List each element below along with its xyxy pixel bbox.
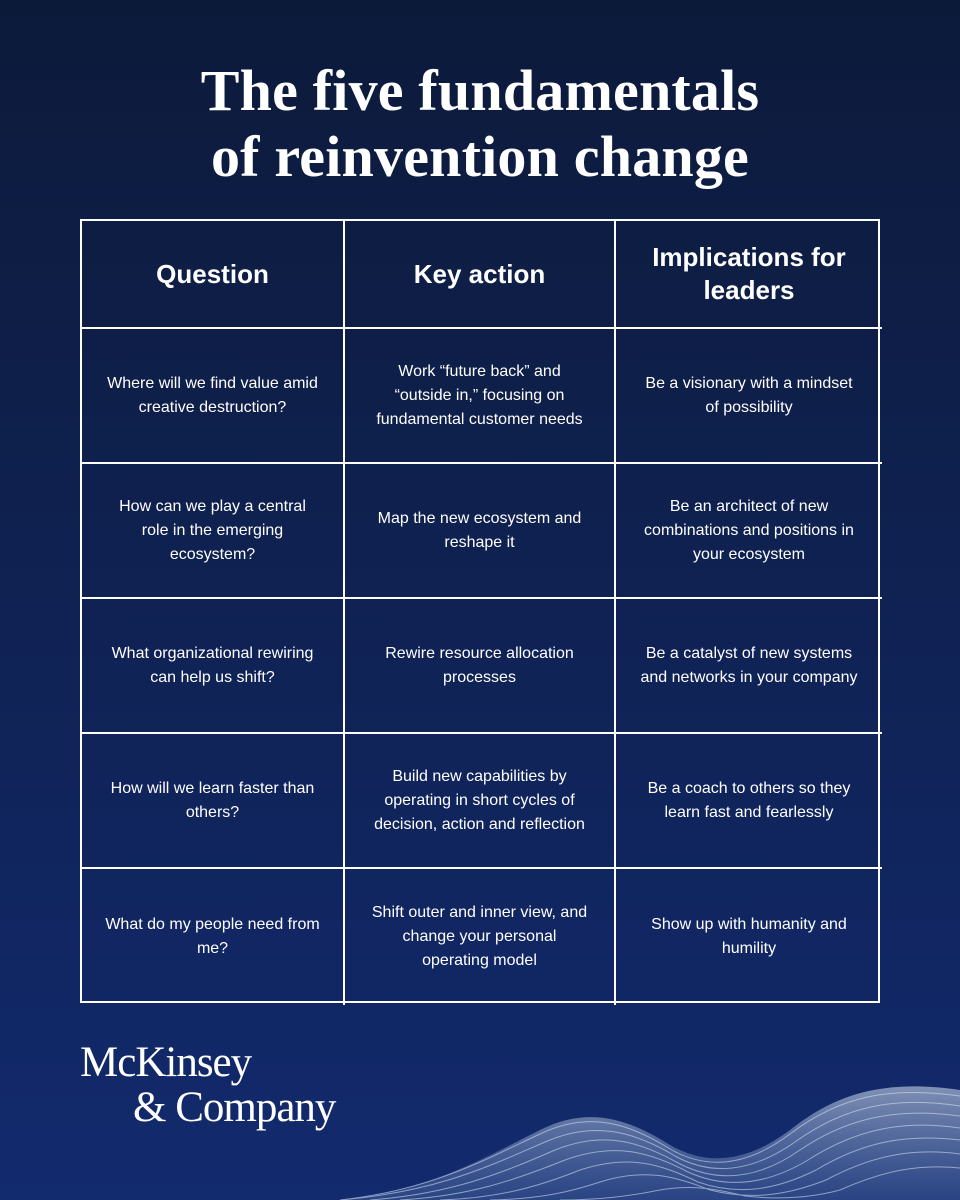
table-cell-implication: Show up with humanity and humility [616, 869, 882, 1005]
table-cell-key-action: Shift outer and inner view, and change y… [345, 869, 616, 1005]
cell-text: Shift outer and inner view, and change y… [371, 904, 588, 969]
cell-text: How can we play a central role in the em… [119, 497, 306, 563]
column-header-key-action: Key action [345, 221, 616, 329]
table-cell-implication: Be a catalyst of new systems and network… [616, 599, 882, 734]
cell-text: Be a visionary with a mindset of possibi… [645, 374, 853, 416]
cell-text: Be a catalyst of new systems and network… [640, 644, 858, 686]
cell-text: Be an architect of new combinations and … [644, 497, 854, 563]
table-cell-key-action: Map the new ecosystem and reshape it [345, 464, 616, 599]
table-cell-implication: Be a visionary with a mindset of possibi… [616, 329, 882, 464]
table-cell-key-action: Rewire resource allocation processes [345, 599, 616, 734]
wave-decoration [340, 1086, 960, 1200]
table-cell-question: How can we play a central role in the em… [82, 464, 345, 599]
table-cell-key-action: Build new capabilities by operating in s… [345, 734, 616, 869]
title-line-1: The five fundamentals [200, 58, 760, 123]
cell-text: Build new capabilities by operating in s… [374, 767, 585, 833]
cell-text: Where will we find value amid creative d… [107, 374, 318, 416]
cell-text: Work “future back” and “outside in,” foc… [376, 362, 583, 428]
column-header-question: Question [82, 221, 345, 329]
mckinsey-logo: McKinsey & Company [80, 1039, 336, 1131]
cell-text: Map the new ecosystem and reshape it [377, 509, 582, 551]
title-line-2: of reinvention change [210, 124, 749, 189]
logo-line-2: & Company [133, 1084, 336, 1131]
header-label: Question [156, 258, 269, 289]
page-title: The five fundamentals of reinvention cha… [0, 58, 960, 190]
table-cell-question: How will we learn faster than others? [82, 734, 345, 869]
table-cell-question: What do my people need from me? [82, 869, 345, 1005]
logo-line-1: McKinsey [80, 1039, 252, 1086]
header-label: Implications for leaders [652, 242, 846, 305]
cell-text: Show up with humanity and humility [651, 916, 847, 957]
fundamentals-table: Question Key action Implications for lea… [80, 219, 882, 1005]
cell-text: Be a coach to others so they learn fast … [647, 779, 851, 821]
table-cell-question: Where will we find value amid creative d… [82, 329, 345, 464]
header-label: Key action [413, 258, 546, 289]
table-cell-implication: Be a coach to others so they learn fast … [616, 734, 882, 869]
cell-text: Rewire resource allocation processes [385, 644, 574, 686]
column-header-implications: Implications for leaders [616, 221, 882, 329]
cell-text: How will we learn faster than others? [110, 779, 315, 821]
cell-text: What do my people need from me? [105, 916, 320, 957]
cell-text: What organizational rewiring can help us… [111, 644, 314, 686]
table-cell-question: What organizational rewiring can help us… [82, 599, 345, 734]
table-cell-implication: Be an architect of new combinations and … [616, 464, 882, 599]
table-cell-key-action: Work “future back” and “outside in,” foc… [345, 329, 616, 464]
